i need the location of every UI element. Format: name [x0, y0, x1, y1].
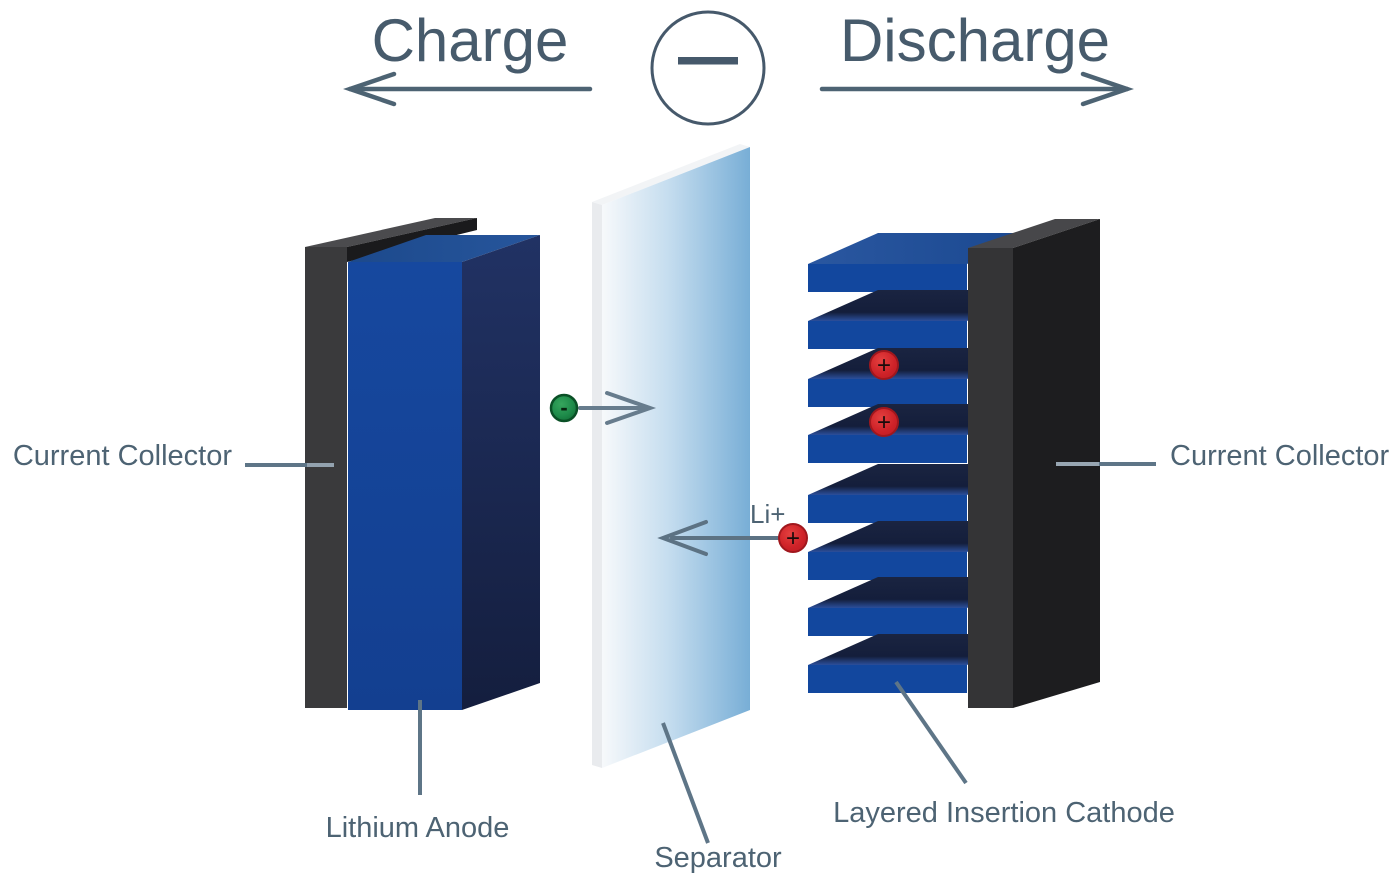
- charge-title: Charge: [371, 7, 569, 74]
- ion-symbol: +: [877, 409, 891, 436]
- right-collector-front-face: [968, 248, 1013, 708]
- lithium-anode-block: [348, 235, 540, 710]
- discharge-title: Discharge: [839, 7, 1111, 74]
- separator-leader: [661, 722, 710, 844]
- lithium-ion-particle: [869, 350, 899, 380]
- current-collector-left-label: Current Collector: [12, 440, 232, 472]
- left-collector-front-face: [305, 247, 347, 708]
- lithium-anode-label: Lithium Anode: [325, 812, 510, 844]
- separator-top-edge: [592, 144, 750, 205]
- cathode-leader: [894, 680, 968, 785]
- cathode-layer-front: [808, 608, 967, 636]
- anode-side-face: [462, 235, 540, 710]
- separator-panel: [592, 144, 750, 768]
- anode-top-face: [348, 235, 540, 262]
- electron-particle: [549, 393, 579, 423]
- right-collector-top-face: [968, 219, 1100, 248]
- cathode-layer-front: [808, 264, 967, 292]
- layered-insertion-cathode-label: Layered Insertion Cathode: [833, 797, 1175, 829]
- cathode-layer-front: [808, 435, 967, 463]
- electron-arrow-right-icon: [578, 391, 657, 425]
- lithium-ion-particle: [869, 407, 899, 437]
- charge-arrow-left-icon: [343, 71, 593, 107]
- separator-label: Separator: [654, 842, 782, 874]
- ion-symbol: +: [877, 352, 891, 379]
- separator-left-edge: [592, 202, 602, 768]
- battery-terminal-circle: [650, 10, 766, 126]
- cathode-layer-front: [808, 495, 967, 523]
- anode-front-face: [348, 262, 462, 710]
- lithium-ion-arrow-left-icon: [657, 520, 780, 556]
- minus-icon: [678, 57, 738, 65]
- lithium-ion-particle-moving: [778, 523, 808, 553]
- left-collector-top-face: [305, 218, 477, 247]
- ion-symbol: +: [786, 525, 800, 552]
- cathode-layer-front: [808, 552, 967, 580]
- electron-symbol: -: [560, 395, 567, 420]
- li-ion-label: Li+: [750, 499, 786, 529]
- separator-face: [602, 147, 750, 768]
- leader-lines: [245, 462, 1156, 844]
- current-collector-right-label: Current Collector: [1170, 440, 1390, 472]
- cathode-layer-front: [808, 379, 967, 407]
- cathode-layer-front: [808, 321, 967, 349]
- cathode-layer-front: [808, 665, 967, 693]
- discharge-arrow-right-icon: [819, 71, 1134, 107]
